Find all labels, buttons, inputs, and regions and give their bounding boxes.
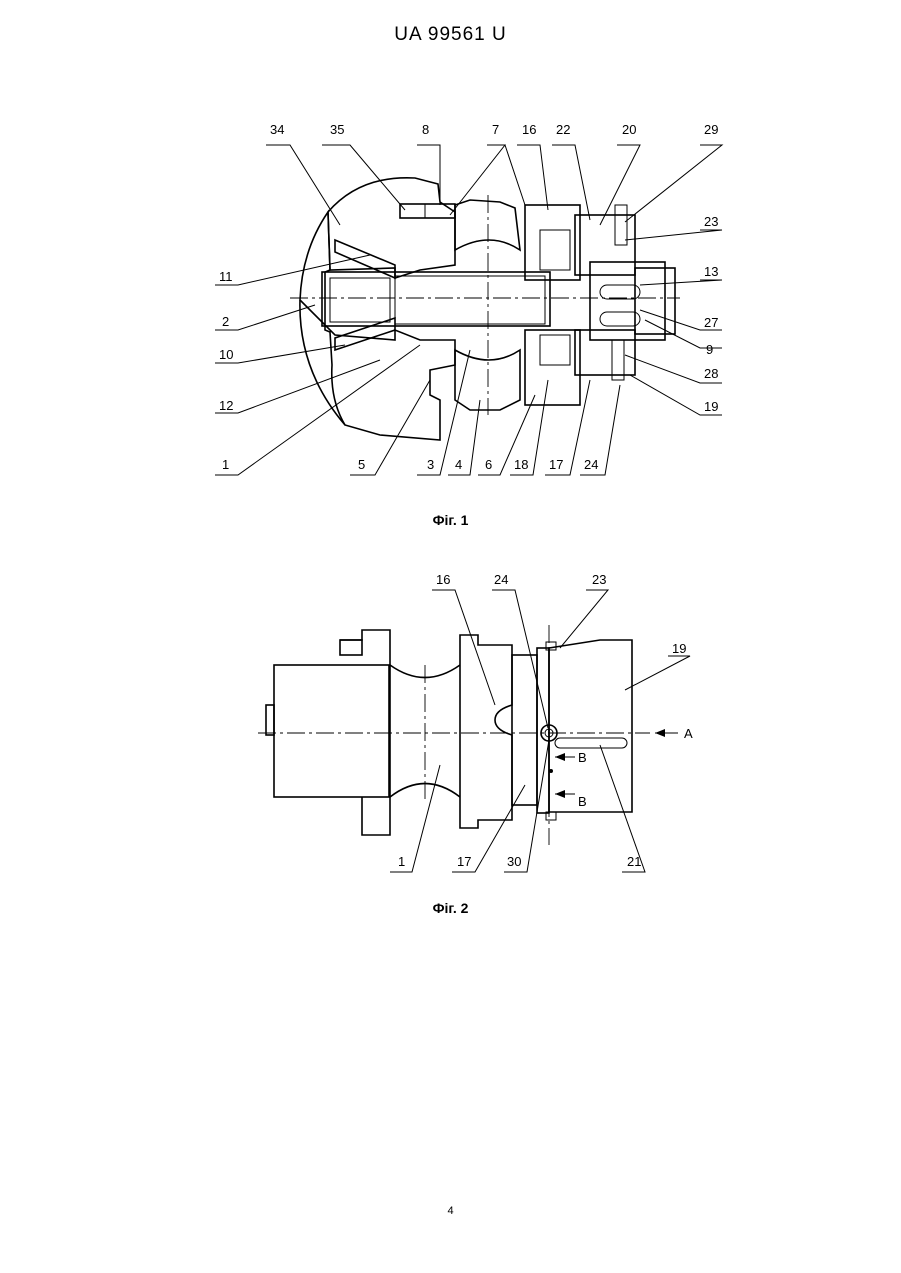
figure-2-drawing: 16 24 23 19 A B B 1 17 30 21: [0, 560, 901, 900]
fig1-label-35: 35: [330, 122, 344, 137]
fig1-label-12: 12: [219, 398, 233, 413]
fig2-label-30: 30: [507, 854, 521, 869]
fig1-label-10: 10: [219, 347, 233, 362]
fig2-label-1: 1: [398, 854, 405, 869]
fig1-label-28: 28: [704, 366, 718, 381]
fig1-label-22: 22: [556, 122, 570, 137]
housing-19: [537, 640, 632, 820]
housing-body: [300, 178, 455, 440]
body-1-outline: [266, 630, 460, 835]
fig1-label-24: 24: [584, 457, 598, 472]
section-arrows: [555, 729, 678, 798]
fig1-label-23: 23: [704, 214, 718, 229]
fig1-label-20: 20: [622, 122, 636, 137]
fig2-label-24: 24: [494, 572, 508, 587]
shaft: [322, 272, 550, 326]
leader-lines: [215, 145, 722, 475]
right-hub-assembly: [525, 205, 675, 405]
worm-wheel: [455, 200, 520, 410]
fig1-label-18: 18: [514, 457, 528, 472]
fig1-label-29: 29: [704, 122, 718, 137]
fig1-label-34: 34: [270, 122, 284, 137]
fig1-label-19: 19: [704, 399, 718, 414]
figure-2-caption: Фіг. 2: [0, 900, 901, 916]
fig2-leader-lines: [390, 590, 690, 872]
fig2-label-16: 16: [436, 572, 450, 587]
disc-16-17: [460, 635, 537, 828]
fig1-label-9: 9: [706, 342, 713, 357]
page-number: 4: [0, 1205, 901, 1217]
fig1-label-27: 27: [704, 315, 718, 330]
fig1-label-8: 8: [422, 122, 429, 137]
fig2-label-B-1: B: [578, 750, 587, 765]
fig1-label-11: 11: [219, 269, 233, 284]
fig1-label-2: 2: [222, 314, 229, 329]
fig2-label-19: 19: [672, 641, 686, 656]
fig1-label-16: 16: [522, 122, 536, 137]
fig1-label-13: 13: [704, 264, 718, 279]
fig1-label-3: 3: [427, 457, 434, 472]
fig1-label-4: 4: [455, 457, 462, 472]
fig1-label-6: 6: [485, 457, 492, 472]
figure-1-drawing: 34 35 8 7 16 22 20 29 23 11 13 2 27 10 9…: [0, 0, 901, 520]
fig2-label-23: 23: [592, 572, 606, 587]
fig2-label-21: 21: [627, 854, 641, 869]
figure-1-caption: Фіг. 1: [0, 512, 901, 528]
fig1-label-17: 17: [549, 457, 563, 472]
fig1-label-1: 1: [222, 457, 229, 472]
fig2-label-B-2: B: [578, 794, 587, 809]
fig2-label-17: 17: [457, 854, 471, 869]
fig1-label-5: 5: [358, 457, 365, 472]
fig2-label-A: A: [684, 726, 693, 741]
fig1-label-7: 7: [492, 122, 499, 137]
